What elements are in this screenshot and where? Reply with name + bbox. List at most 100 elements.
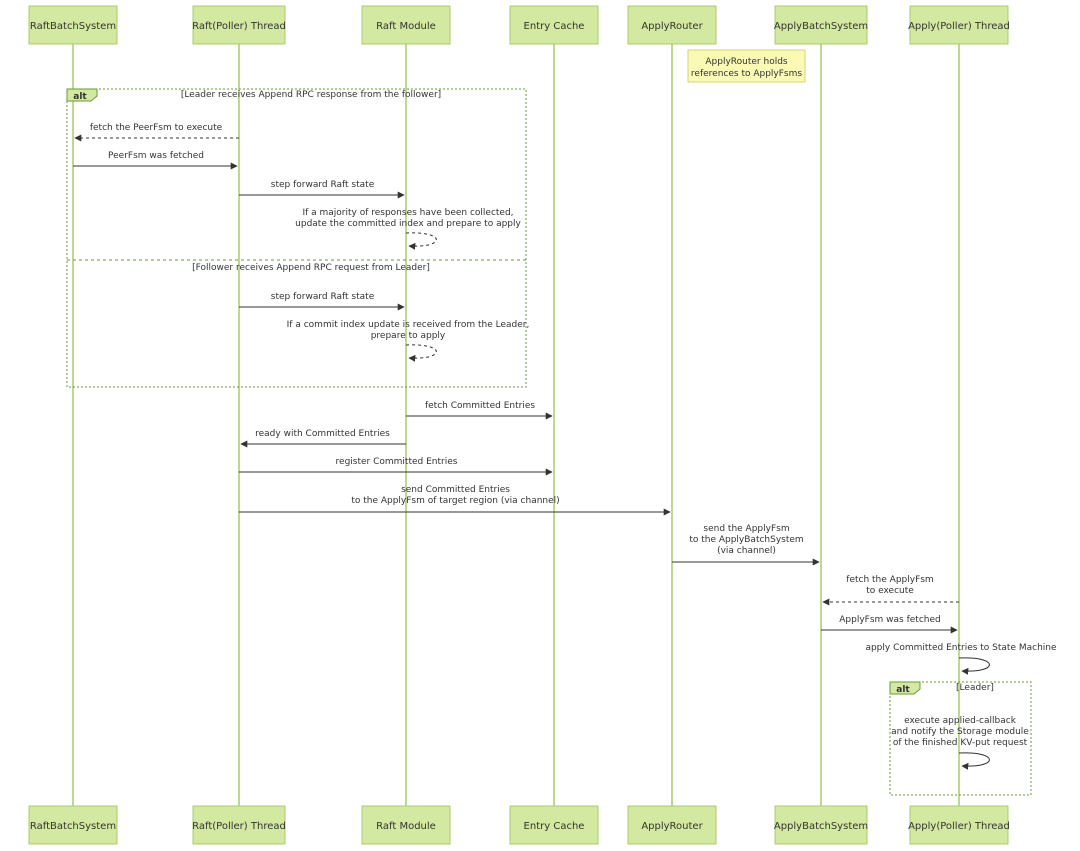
message-label: prepare to apply: [371, 331, 446, 341]
message-label: fetch the ApplyFsm: [846, 575, 933, 585]
actor-box: [909, 5, 1009, 45]
actor-box: [774, 805, 868, 845]
self-arrow: [405, 344, 437, 362]
actor-rbs-top: RaftBatchSystem: [28, 5, 118, 45]
message-7: ready with Committed Entries: [240, 429, 406, 448]
message-5: If a commit index update is received fro…: [287, 320, 530, 362]
actor-box: [509, 5, 599, 45]
message-label: step forward Raft state: [271, 180, 375, 190]
actor-ar-bottom: ApplyRouter: [627, 805, 717, 845]
actor-box: [361, 5, 451, 45]
alt-frames: alt [Leader receives Append RPC response …: [66, 88, 1032, 796]
message-label: step forward Raft state: [271, 292, 375, 302]
actor-box: [509, 805, 599, 845]
actor-rpt-top: Raft(Poller) Thread: [192, 5, 286, 45]
actor-apt-top: Apply(Poller) Thread: [908, 5, 1010, 45]
actor-box: [627, 5, 717, 45]
message-4: step forward Raft state: [239, 292, 405, 311]
note-line: ApplyRouter holds: [705, 57, 788, 67]
note-line: references to ApplyFsms: [691, 69, 802, 79]
actor-ar-top: ApplyRouter: [627, 5, 717, 45]
message-label: If a majority of responses have been col…: [302, 208, 513, 218]
frame-condition: [Leader receives Append RPC response fro…: [181, 90, 441, 100]
frame-tag: [66, 88, 98, 102]
actor-label: ApplyRouter: [641, 21, 703, 32]
actor-rm-bottom: Raft Module: [361, 805, 451, 845]
message-2: step forward Raft state: [239, 180, 405, 199]
message-label: fetch Committed Entries: [425, 401, 535, 411]
message-label: to execute: [866, 586, 914, 596]
actor-label: Apply(Poller) Thread: [908, 21, 1010, 32]
frame-tag-label: alt: [896, 685, 910, 695]
alt-frame-0: alt [Leader receives Append RPC response …: [66, 88, 527, 388]
actor-label: RaftBatchSystem: [30, 821, 116, 832]
actor-rbs-bottom: RaftBatchSystem: [28, 805, 118, 845]
self-arrow: [958, 657, 990, 675]
actor-label: Raft Module: [376, 21, 436, 32]
note-box: [687, 49, 806, 83]
message-label: to the ApplyFsm of target region (via ch…: [351, 496, 559, 506]
frame-border: [889, 681, 1032, 796]
actor-box: [192, 5, 286, 45]
alt-frame-1: alt [Leader]: [889, 681, 1032, 796]
actor-label: Entry Cache: [524, 821, 585, 832]
message-6: fetch Committed Entries: [406, 401, 553, 420]
actor-box: [627, 805, 717, 845]
message-1: PeerFsm was fetched: [73, 151, 238, 170]
actor-label: Raft(Poller) Thread: [192, 821, 286, 832]
actor-label: Raft Module: [376, 821, 436, 832]
frame-condition: [Follower receives Append RPC request fr…: [192, 263, 430, 273]
message-label: and notify the Storage module: [891, 727, 1029, 737]
self-arrow: [958, 752, 990, 770]
message-label: execute applied-callback: [904, 716, 1017, 726]
actor-label: Entry Cache: [524, 21, 585, 32]
frame-border: [66, 88, 527, 388]
message-8: register Committed Entries: [239, 457, 553, 476]
notes: ApplyRouter holds references to ApplyFsms: [687, 49, 806, 83]
frame-tag-label: alt: [73, 92, 87, 102]
self-arrow: [405, 232, 437, 250]
frame-tag: [889, 681, 921, 695]
message-label: apply Committed Entries to State Machine: [865, 643, 1057, 653]
actor-ec-bottom: Entry Cache: [509, 805, 599, 845]
actor-label: ApplyRouter: [641, 821, 703, 832]
actor-rpt-bottom: Raft(Poller) Thread: [192, 805, 286, 845]
message-label: (via channel): [717, 546, 776, 556]
message-label: If a commit index update is received fro…: [287, 320, 530, 330]
actor-label: RaftBatchSystem: [30, 21, 116, 32]
actor-box: [28, 5, 118, 45]
actor-box: [192, 805, 286, 845]
message-12: ApplyFsm was fetched: [821, 615, 958, 634]
message-3: If a majority of responses have been col…: [295, 208, 522, 250]
message-0: fetch the PeerFsm to execute: [74, 123, 239, 142]
actor-ec-top: Entry Cache: [509, 5, 599, 45]
actor-box: [361, 805, 451, 845]
frame-condition: [Leader]: [956, 683, 994, 693]
note-apply-router: ApplyRouter holds references to ApplyFsms: [687, 49, 806, 83]
actor-label: ApplyBatchSystem: [774, 821, 868, 832]
message-label: register Committed Entries: [336, 457, 458, 467]
lifelines: [72, 44, 960, 806]
actor-abs-top: ApplyBatchSystem: [774, 5, 868, 45]
actor-label: ApplyBatchSystem: [774, 21, 868, 32]
message-label: update the committed index and prepare t…: [295, 219, 521, 229]
message-label: to the ApplyBatchSystem: [689, 535, 803, 545]
actor-row-bottom: RaftBatchSystem Raft(Poller) Thread Raft M…: [28, 805, 1010, 845]
actor-box: [28, 805, 118, 845]
actor-box: [909, 805, 1009, 845]
actor-box: [774, 5, 868, 45]
message-label: fetch the PeerFsm to execute: [90, 123, 223, 133]
message-13: apply Committed Entries to State Machine: [865, 643, 1057, 675]
actor-row-top: RaftBatchSystem Raft(Poller) Thread Raft M…: [28, 5, 1010, 45]
actor-label: Apply(Poller) Thread: [908, 821, 1010, 832]
message-label: ApplyFsm was fetched: [839, 615, 940, 625]
message-label: of the finished KV-put request: [893, 738, 1028, 748]
message-label: PeerFsm was fetched: [108, 151, 204, 161]
actor-label: Raft(Poller) Thread: [192, 21, 286, 32]
